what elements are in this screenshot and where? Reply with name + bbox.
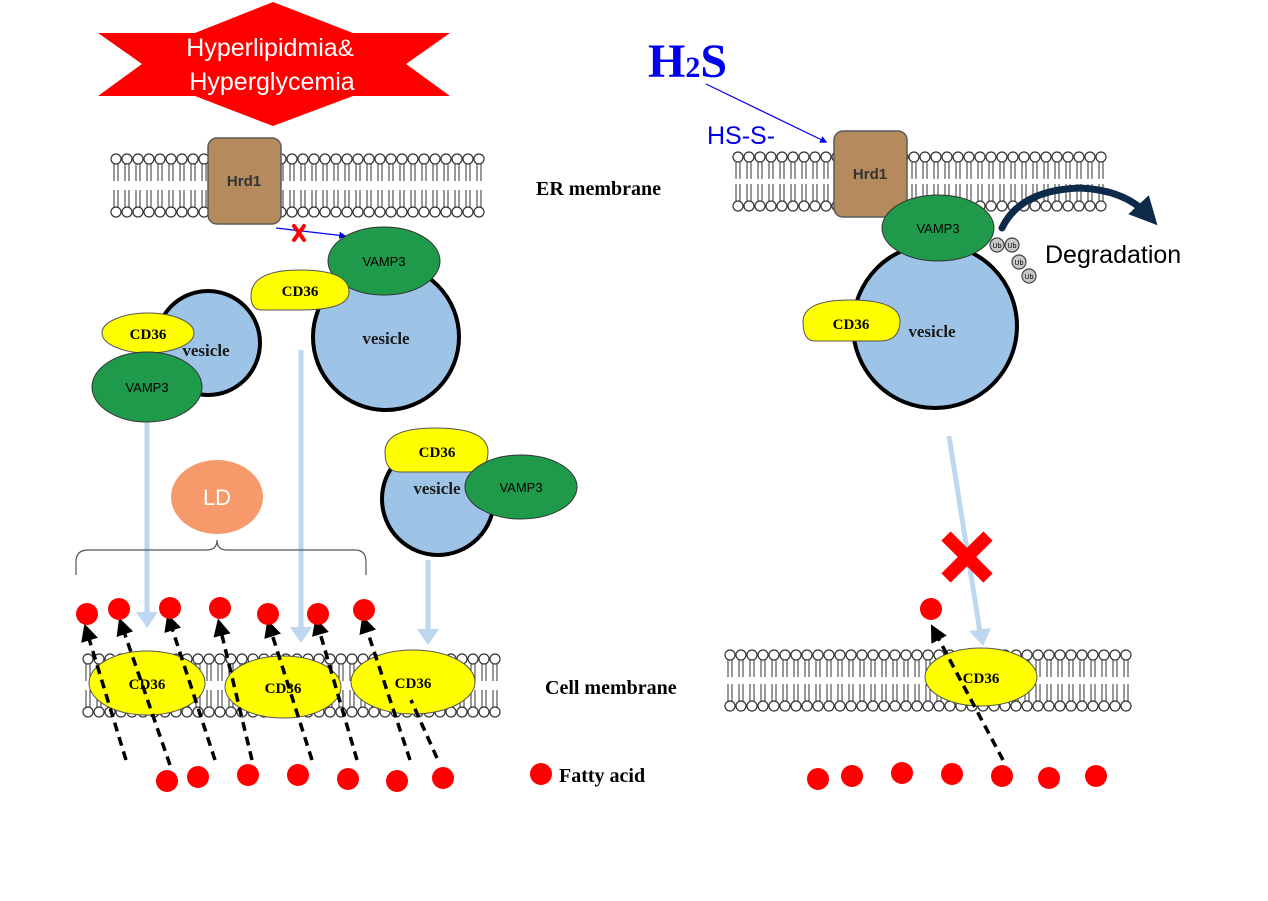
fatty-acid-dot	[1085, 765, 1107, 787]
ubiquitin-icon: Ub	[989, 237, 1005, 253]
svg-text:CD36: CD36	[129, 677, 166, 693]
ubiquitin-icon: Ub	[1004, 237, 1020, 253]
svg-text:VAMP3: VAMP3	[362, 254, 405, 269]
vesicle-complex-right: vesicle VAMP3 CD36	[802, 194, 1019, 410]
fatty-acid-dot	[76, 603, 98, 625]
svg-text:CD36: CD36	[265, 681, 302, 697]
svg-text:VAMP3: VAMP3	[916, 221, 959, 236]
fatty-acid-dot	[991, 765, 1013, 787]
vamp3-protein	[881, 194, 995, 262]
h2s-2: 2	[685, 51, 700, 84]
svg-text:CD36: CD36	[395, 676, 432, 692]
block-x-icon	[941, 531, 993, 583]
fatty-acid-label: Fatty acid	[559, 765, 645, 787]
fatty-acid-dot	[337, 768, 359, 790]
banner-line2: Hyperglycemia	[189, 68, 354, 96]
ubiquitin-icon: Ub	[1021, 268, 1037, 284]
svg-text:CD36: CD36	[282, 284, 319, 300]
hrd1-vamp3-blocked-arrow	[275, 224, 347, 242]
curly-brace	[75, 539, 367, 575]
banner-amp: &	[338, 35, 354, 62]
vamp3-protein	[327, 226, 441, 296]
cd36-membrane-2: CD36	[224, 655, 342, 719]
fatty-acid-legend-dot	[530, 763, 552, 785]
vamp3-protein	[91, 351, 203, 423]
lipid-droplet: LD	[171, 460, 263, 534]
svg-text:vesicle: vesicle	[182, 341, 230, 360]
svg-text:Ub: Ub	[1008, 243, 1017, 250]
vesicle-complex-upper: vesicle VAMP3 CD36	[250, 226, 461, 412]
degradation-curved-arrow	[998, 184, 1158, 232]
fatty-acid-dot	[841, 765, 863, 787]
hrd1-right: Hrd1	[833, 130, 908, 218]
svg-text:VAMP3: VAMP3	[499, 480, 542, 495]
fatty-acid-dot	[941, 763, 963, 785]
svg-text:vesicle: vesicle	[362, 329, 410, 348]
cd36-membrane-right: CD36	[924, 647, 1038, 707]
transport-arrows	[136, 350, 991, 646]
hyperlipidemia-banner: Hyperlipidmia& Hyperglycemia	[98, 2, 450, 126]
er-membrane-label: ER membrane	[536, 178, 661, 200]
fatty-acid-dot	[287, 764, 309, 786]
fatty-acid-dot	[159, 597, 181, 619]
banner-star-shape	[98, 2, 450, 126]
ubiquitin-icon: Ub	[1011, 254, 1027, 270]
fatty-acid-dot	[386, 770, 408, 792]
small-block-x	[292, 224, 306, 242]
fatty-acid-dot	[307, 603, 329, 625]
hrd1-left: Hrd1	[207, 137, 282, 225]
vamp3-protein	[464, 454, 578, 520]
svg-text:H2S: H2S	[648, 35, 727, 88]
fatty-acid-dot	[891, 762, 913, 784]
fatty-acid-dot	[156, 770, 178, 792]
fatty-acid-dot	[920, 598, 942, 620]
fatty-acid-dot	[237, 764, 259, 786]
svg-text:CD36: CD36	[130, 327, 167, 343]
cd36-membrane-3: CD36	[350, 649, 476, 715]
fatty-acid-dot	[209, 597, 231, 619]
cell-membrane-right	[724, 649, 1132, 712]
fatty-acids	[76, 597, 1107, 792]
svg-text:Hyperlipidmia&: Hyperlipidmia&	[186, 34, 353, 62]
svg-text:VAMP3: VAMP3	[125, 380, 168, 395]
ubiquitin-chain: Ub Ub Ub Ub	[989, 237, 1037, 284]
h2s-h: H	[648, 35, 685, 88]
svg-text:Hrd1: Hrd1	[227, 173, 261, 190]
svg-text:CD36: CD36	[833, 317, 870, 333]
fatty-acid-dot	[108, 598, 130, 620]
fatty-acid-dot	[1038, 767, 1060, 789]
cd36-protein	[802, 299, 901, 342]
cell-membrane-label: Cell membrane	[545, 677, 677, 699]
cd36-protein	[384, 427, 489, 473]
h2s-arrow	[705, 83, 828, 143]
svg-text:Ub: Ub	[1025, 274, 1034, 281]
vesicle-complex-left: vesicle CD36 VAMP3	[91, 289, 262, 423]
svg-text:LD: LD	[203, 485, 231, 510]
fatty-acid-dot	[257, 603, 279, 625]
svg-text:Ub: Ub	[1015, 260, 1024, 267]
fatty-acid-transport-arrows	[81, 613, 1005, 766]
h2s-label: H2S HS-S-	[648, 35, 828, 150]
cd36-protein	[250, 269, 350, 311]
svg-text:CD36: CD36	[419, 445, 456, 461]
h2s-s: S	[700, 35, 727, 88]
hs-label: HS-S-	[707, 122, 775, 150]
svg-text:CD36: CD36	[963, 671, 1000, 687]
cd36-membrane-1: CD36	[88, 650, 206, 716]
banner-line1: Hyperlipidmia	[186, 34, 338, 62]
fatty-acid-dot	[353, 599, 375, 621]
vesicle-complex-middle: vesicle CD36 VAMP3	[380, 427, 578, 557]
svg-text:vesicle: vesicle	[908, 322, 956, 341]
svg-text:vesicle: vesicle	[413, 479, 461, 498]
svg-text:Hrd1: Hrd1	[853, 166, 887, 183]
fatty-acid-dot	[187, 766, 209, 788]
degradation-label: Degradation	[1045, 241, 1181, 269]
svg-text:Ub: Ub	[993, 243, 1002, 250]
fatty-acid-dot	[432, 767, 454, 789]
fatty-acid-dot	[807, 768, 829, 790]
er-membrane-left	[110, 153, 485, 218]
